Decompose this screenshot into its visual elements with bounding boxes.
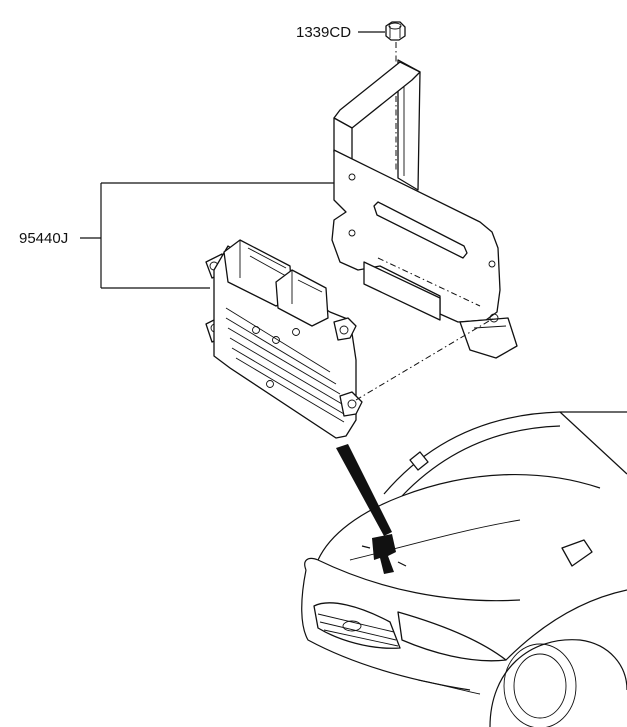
location-pointer	[336, 444, 392, 536]
vehicle-outline	[301, 411, 627, 727]
ecu-alignment-line	[355, 317, 495, 401]
callout-1339CD[interactable]: 1339CD	[296, 24, 351, 41]
ecu-mounting-bracket[interactable]	[331, 59, 518, 359]
ecu-module-95440J[interactable]	[205, 239, 363, 439]
callout-95440J[interactable]: 95440J	[19, 230, 68, 247]
nut-1339CD[interactable]	[385, 21, 406, 41]
bracket-leader-95440J	[80, 182, 334, 289]
ecu-location-marker	[361, 534, 407, 574]
